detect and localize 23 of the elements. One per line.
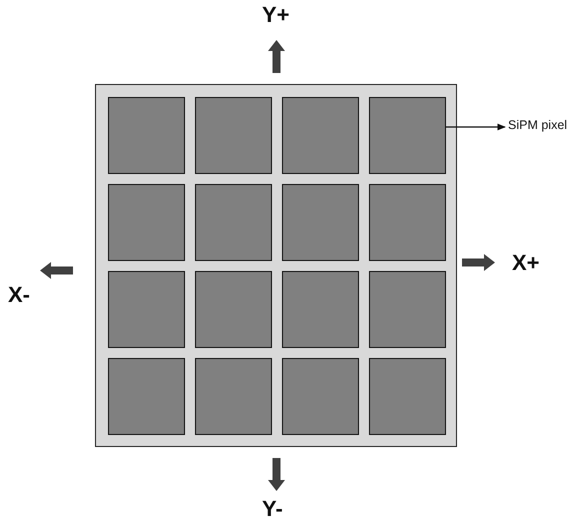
pixel-square: [108, 97, 185, 174]
sensor-board: [95, 84, 457, 447]
pixel-square: [369, 358, 446, 435]
pixel-square: [195, 184, 272, 261]
pixel-square: [195, 271, 272, 348]
pixel-square: [195, 97, 272, 174]
axis-label: X-: [8, 282, 30, 308]
pixel-square: [282, 97, 359, 174]
pixel-square: [108, 271, 185, 348]
pixel-square: [282, 271, 359, 348]
axis-label: Y-: [262, 496, 283, 522]
leader-line: [445, 124, 506, 130]
pixel-square: [282, 184, 359, 261]
callout-text: SiPM pixel: [508, 118, 568, 132]
pixel-square: [369, 184, 446, 261]
pixel-square: [369, 97, 446, 174]
axis-label: Y+: [262, 2, 290, 28]
pixel-square: [369, 271, 446, 348]
pixel-square: [108, 184, 185, 261]
pixel-square: [195, 358, 272, 435]
pixel-square: [282, 358, 359, 435]
axis-label: X+: [512, 250, 540, 276]
pixel-square: [108, 358, 185, 435]
